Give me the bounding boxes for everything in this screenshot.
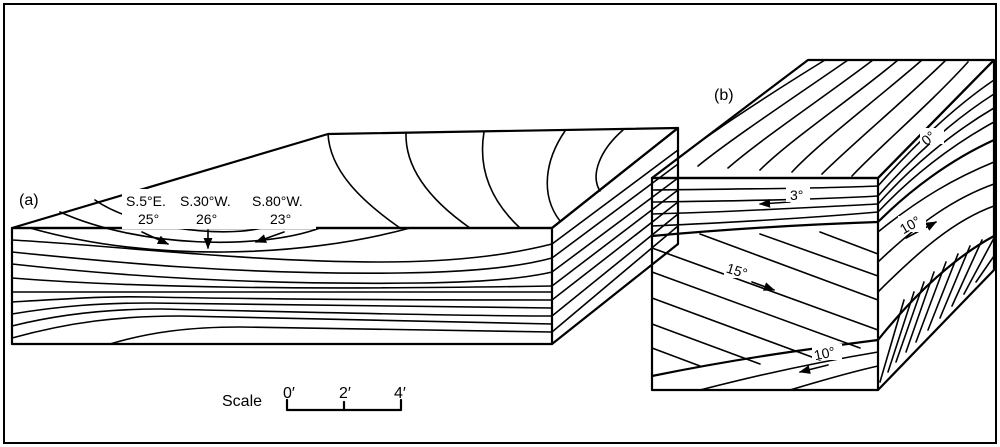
dip-label-3deg: 3° [790, 187, 803, 203]
block-a-side-face [550, 126, 680, 346]
block-a-front-laminae [11, 239, 553, 345]
block-a-label: (a) [19, 192, 39, 209]
scale-tick-0: 0′ [283, 385, 295, 402]
dip-label-15deg: 15° [724, 260, 749, 282]
arrow-10deg-lower [798, 364, 829, 374]
scale-label: Scale [222, 393, 262, 410]
scale-line [285, 398, 403, 412]
block-a: (a) S.5°E. 25° S.30°W. 26° S.80°W. 23° [10, 126, 680, 346]
block-b-front-face [650, 176, 880, 392]
dip-arrow-3 [254, 231, 285, 243]
block-b-top-laminae [671, 59, 969, 177]
bearing-label-3: S.80°W. [252, 193, 303, 209]
scale-bar: Scale 0′ 2′ 4′ [222, 385, 406, 412]
bearing-label-1: S.5°E. [126, 193, 166, 209]
block-b-side-laminae [876, 79, 996, 383]
dip-label-2: 26° [196, 211, 217, 227]
scale-tick-2: 2′ [339, 385, 351, 402]
dip-label-3: 23° [270, 211, 291, 227]
scale-tick-4: 4′ [394, 385, 406, 402]
arrow-15deg [751, 281, 776, 291]
block-b-side-face [876, 58, 996, 392]
block-b-label: (b) [714, 87, 734, 104]
block-b-front-laminae [650, 185, 880, 391]
block-b: (b) 0° 3° 10° 15° 10° [650, 58, 996, 392]
arrow-3deg [758, 198, 791, 208]
dip-label-1: 25° [138, 211, 159, 227]
bearing-label-2: S.30°W. [180, 193, 231, 209]
figure-frame [3, 3, 997, 444]
dip-arrow-1 [141, 231, 170, 245]
block-a-side-laminae [551, 149, 679, 333]
dip-label-10deg-lower: 10° [812, 343, 836, 363]
block-a-surface-laminae [29, 129, 624, 253]
